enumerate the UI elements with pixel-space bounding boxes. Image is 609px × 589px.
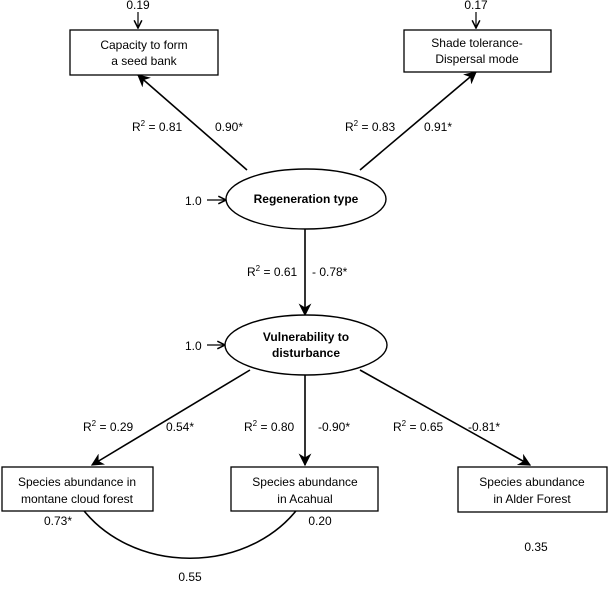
error-shade: 0.17: [464, 0, 488, 12]
r2-vul-acahual: R2 = 0.80: [244, 419, 294, 434]
svg-text:Vulnerability to: Vulnerability to: [263, 330, 349, 344]
edge-regeneration-to-seed-bank: [137, 74, 248, 171]
error-seed-bank: 0.19: [126, 0, 150, 12]
error-alder: 0.35: [524, 540, 548, 554]
edge-vulnerability-to-cloud-forest: [90, 369, 251, 466]
svg-text:Capacity to form: Capacity to form: [100, 38, 187, 52]
edge-vulnerability-to-alder: [359, 369, 532, 466]
svg-text:Species abundance: Species abundance: [252, 475, 358, 489]
svg-text:Species abundance in: Species abundance in: [18, 475, 136, 489]
node-shade-tolerance: Shade tolerance- Dispersal mode: [403, 29, 552, 73]
error-regeneration: 1.0: [185, 194, 202, 208]
svg-text:in Acahual: in Acahual: [277, 492, 332, 506]
node-acahual: Species abundance in Acahual: [230, 466, 379, 512]
svg-text:disturbance: disturbance: [272, 346, 340, 360]
svg-text:montane cloud forest: montane cloud forest: [21, 492, 134, 506]
r2-reg-seed: R2 = 0.81: [132, 119, 182, 134]
error-cloud-forest: 0.73*: [44, 514, 72, 528]
svg-text:Shade tolerance-: Shade tolerance-: [431, 36, 522, 50]
coef-reg-seed: 0.90*: [215, 120, 243, 134]
r2-vul-cloud: R2 = 0.29: [83, 419, 133, 434]
svg-text:a seed bank: a seed bank: [111, 54, 177, 68]
node-seed-bank: Capacity to form a seed bank: [69, 29, 219, 76]
r2-reg-shade: R2 = 0.83: [345, 119, 395, 134]
node-vulnerability: Vulnerability to disturbance: [224, 314, 388, 376]
coef-vul-acahual: -0.90*: [318, 420, 350, 434]
svg-text:Dispersal mode: Dispersal mode: [435, 52, 519, 66]
edge-regeneration-to-shade: [359, 71, 477, 171]
svg-text:Regeneration type: Regeneration type: [254, 192, 359, 206]
path-edges: 0.55: [71, 71, 532, 584]
svg-text:Species abundance: Species abundance: [479, 475, 585, 489]
covariance-arc: [71, 491, 309, 559]
coef-vul-alder: -0.81*: [468, 420, 500, 434]
error-vulnerability: 1.0: [185, 339, 202, 353]
covariance-label: 0.55: [178, 570, 202, 584]
svg-text:in Alder Forest: in Alder Forest: [493, 492, 571, 506]
node-regeneration-type: Regeneration type: [225, 168, 387, 230]
r2-vul-alder: R2 = 0.65: [393, 419, 443, 434]
path-labels: R2 = 0.81 0.90* R2 = 0.83 0.91* R2 = 0.6…: [83, 119, 500, 434]
coef-vul-cloud: 0.54*: [166, 420, 194, 434]
node-alder-forest: Species abundance in Alder Forest: [457, 466, 608, 513]
coef-reg-shade: 0.91*: [424, 120, 452, 134]
r2-reg-vul: R2 = 0.61: [247, 264, 297, 279]
error-acahual: 0.20: [308, 514, 332, 528]
coef-reg-vul: - 0.78*: [312, 265, 348, 279]
node-cloud-forest: Species abundance in montane cloud fores…: [1, 466, 154, 512]
